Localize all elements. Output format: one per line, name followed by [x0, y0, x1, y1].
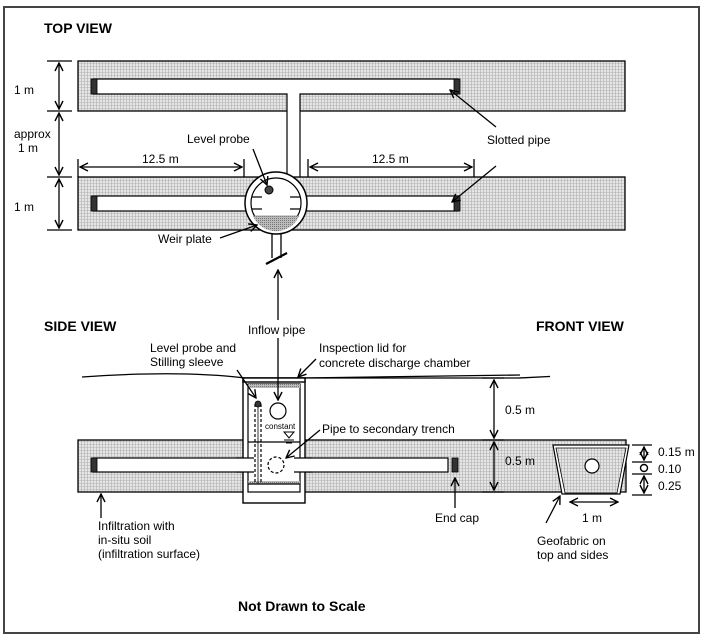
level-probe-icon — [264, 185, 274, 195]
label-slotted-pipe: Slotted pipe — [487, 133, 551, 147]
end-cap-icon — [453, 78, 461, 95]
end-cap-icon — [90, 78, 98, 95]
dim-label-front-width: 1 m — [582, 511, 602, 525]
dim-label-gap-2: 1 m — [18, 141, 38, 155]
dim-label-front-bottom: 0.25 — [658, 479, 682, 493]
footer-note: Not Drawn to Scale — [238, 598, 366, 614]
level-probe-icon — [254, 400, 262, 408]
inspection-lid — [242, 377, 306, 383]
end-cap-icon — [90, 195, 98, 212]
dim-label-left-length: 12.5 m — [142, 152, 179, 166]
label-inspection-2: concrete discharge chamber — [319, 356, 470, 370]
ground-surface — [81, 373, 551, 379]
dim-label-gap-1: approx — [14, 127, 51, 141]
inflow-pipe-flange — [265, 252, 288, 265]
dim-label-front-top: 0.15 m — [658, 445, 695, 459]
label-inspection-1: Inspection lid for — [319, 341, 406, 355]
secondary-pipe-icon — [267, 456, 285, 474]
dim-label-cover: 0.5 m — [505, 403, 535, 417]
top-view: TOP VIEW 1 m approx 1 m 1 m — [14, 20, 626, 320]
dim-label-upper: 1 m — [14, 83, 34, 97]
label-end-cap: End cap — [435, 511, 479, 525]
front-view: FRONT VIEW 0.15 m 0.10 0.25 1 m Geofabri… — [536, 318, 695, 562]
end-cap-icon — [90, 457, 98, 473]
weir-plate — [253, 216, 299, 232]
label-constant: constant — [265, 422, 296, 431]
label-inflow-pipe: Inflow pipe — [248, 323, 306, 337]
figure-frame — [3, 6, 700, 634]
dim-label-lower: 1 m — [14, 200, 34, 214]
label-infiltration-2: in-situ soil — [98, 533, 151, 547]
label-level-probe-2: Stilling sleeve — [150, 355, 224, 369]
label-level-probe: Level probe — [187, 132, 250, 146]
front-view-title: FRONT VIEW — [536, 318, 625, 334]
front-pipe-icon — [584, 458, 600, 474]
end-cap-icon — [451, 457, 459, 473]
label-infiltration-3: (infiltration surface) — [98, 547, 200, 561]
label-weir-plate: Weir plate — [158, 232, 212, 246]
side-view: SIDE VIEW Inflow pipe Level probe and St… — [44, 318, 627, 561]
dim-label-front-mid: 0.10 — [658, 462, 682, 476]
side-view-title: SIDE VIEW — [44, 318, 117, 334]
water-level-icon — [282, 431, 296, 439]
dim-label-right-length: 12.5 m — [372, 152, 409, 166]
inflow-pipe-icon — [269, 402, 287, 420]
label-level-probe-1: Level probe and — [150, 341, 236, 355]
top-view-title: TOP VIEW — [44, 20, 113, 36]
label-geofabric-1: Geofabric on — [537, 534, 606, 548]
dim-label-depth: 0.5 m — [505, 454, 535, 468]
label-geofabric-2: top and sides — [537, 548, 608, 562]
label-pipe-secondary: Pipe to secondary trench — [322, 422, 455, 436]
label-infiltration-1: Infiltration with — [98, 519, 175, 533]
